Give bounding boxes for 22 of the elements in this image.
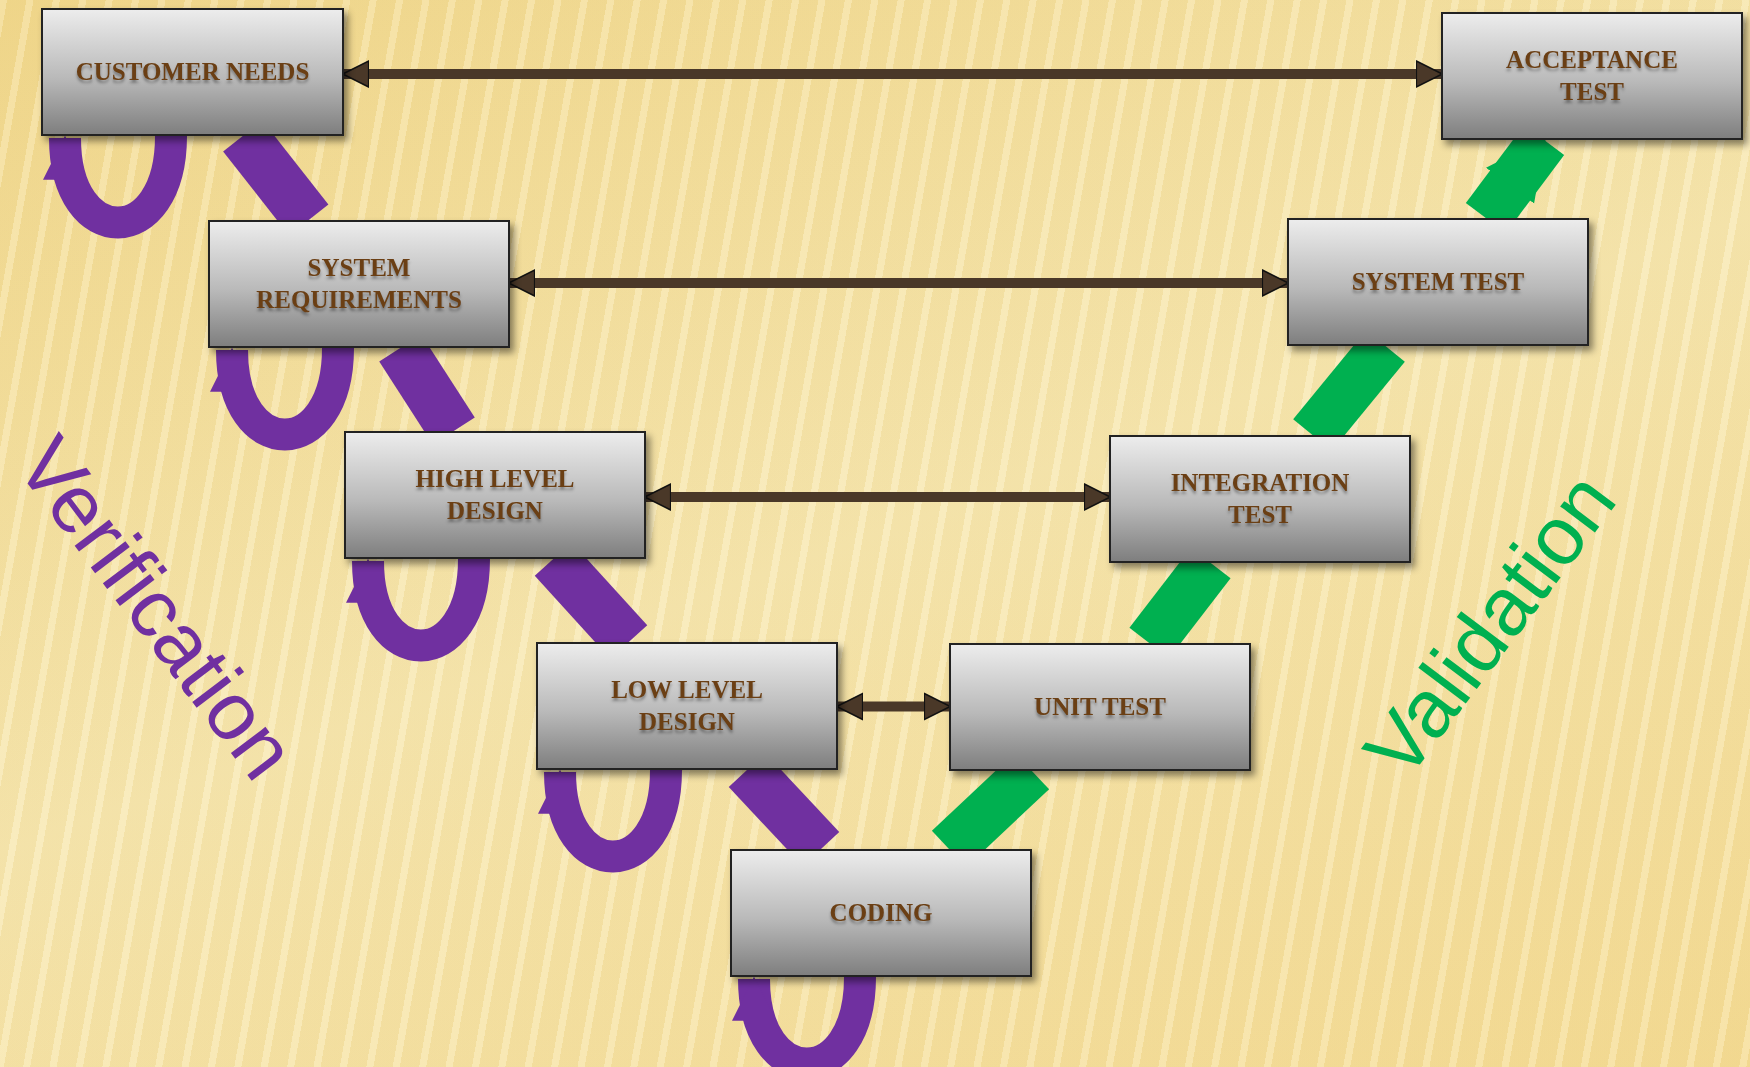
box-label: SYSTEM TEST: [1351, 266, 1525, 297]
process-box: [536, 642, 838, 770]
process-box: [41, 8, 344, 136]
process-box: [344, 431, 646, 559]
process-box: [949, 643, 1251, 771]
loop-arrow: [349, 557, 490, 662]
loop-arrow: [735, 975, 876, 1067]
loop-arrow: [213, 346, 354, 451]
box-label: UNIT TEST: [1034, 691, 1166, 722]
loop-arrow: [46, 134, 187, 239]
process-box: [1441, 12, 1743, 140]
process-box: [1287, 218, 1589, 346]
box-label: ACCEPTANCE TEST: [1505, 44, 1679, 107]
box-label: CUSTOMER NEEDS: [75, 56, 310, 87]
box-label: HIGH LEVEL DESIGN: [414, 463, 576, 526]
box-label: INTEGRATION TEST: [1169, 467, 1351, 530]
process-box: [208, 220, 510, 348]
box-label: LOW LEVEL DESIGN: [610, 674, 764, 737]
process-box: [730, 849, 1032, 977]
loop-arrow: [541, 768, 682, 873]
box-label: CODING: [829, 897, 933, 928]
box-label: SYSTEM REQUIREMENTS: [255, 252, 463, 315]
